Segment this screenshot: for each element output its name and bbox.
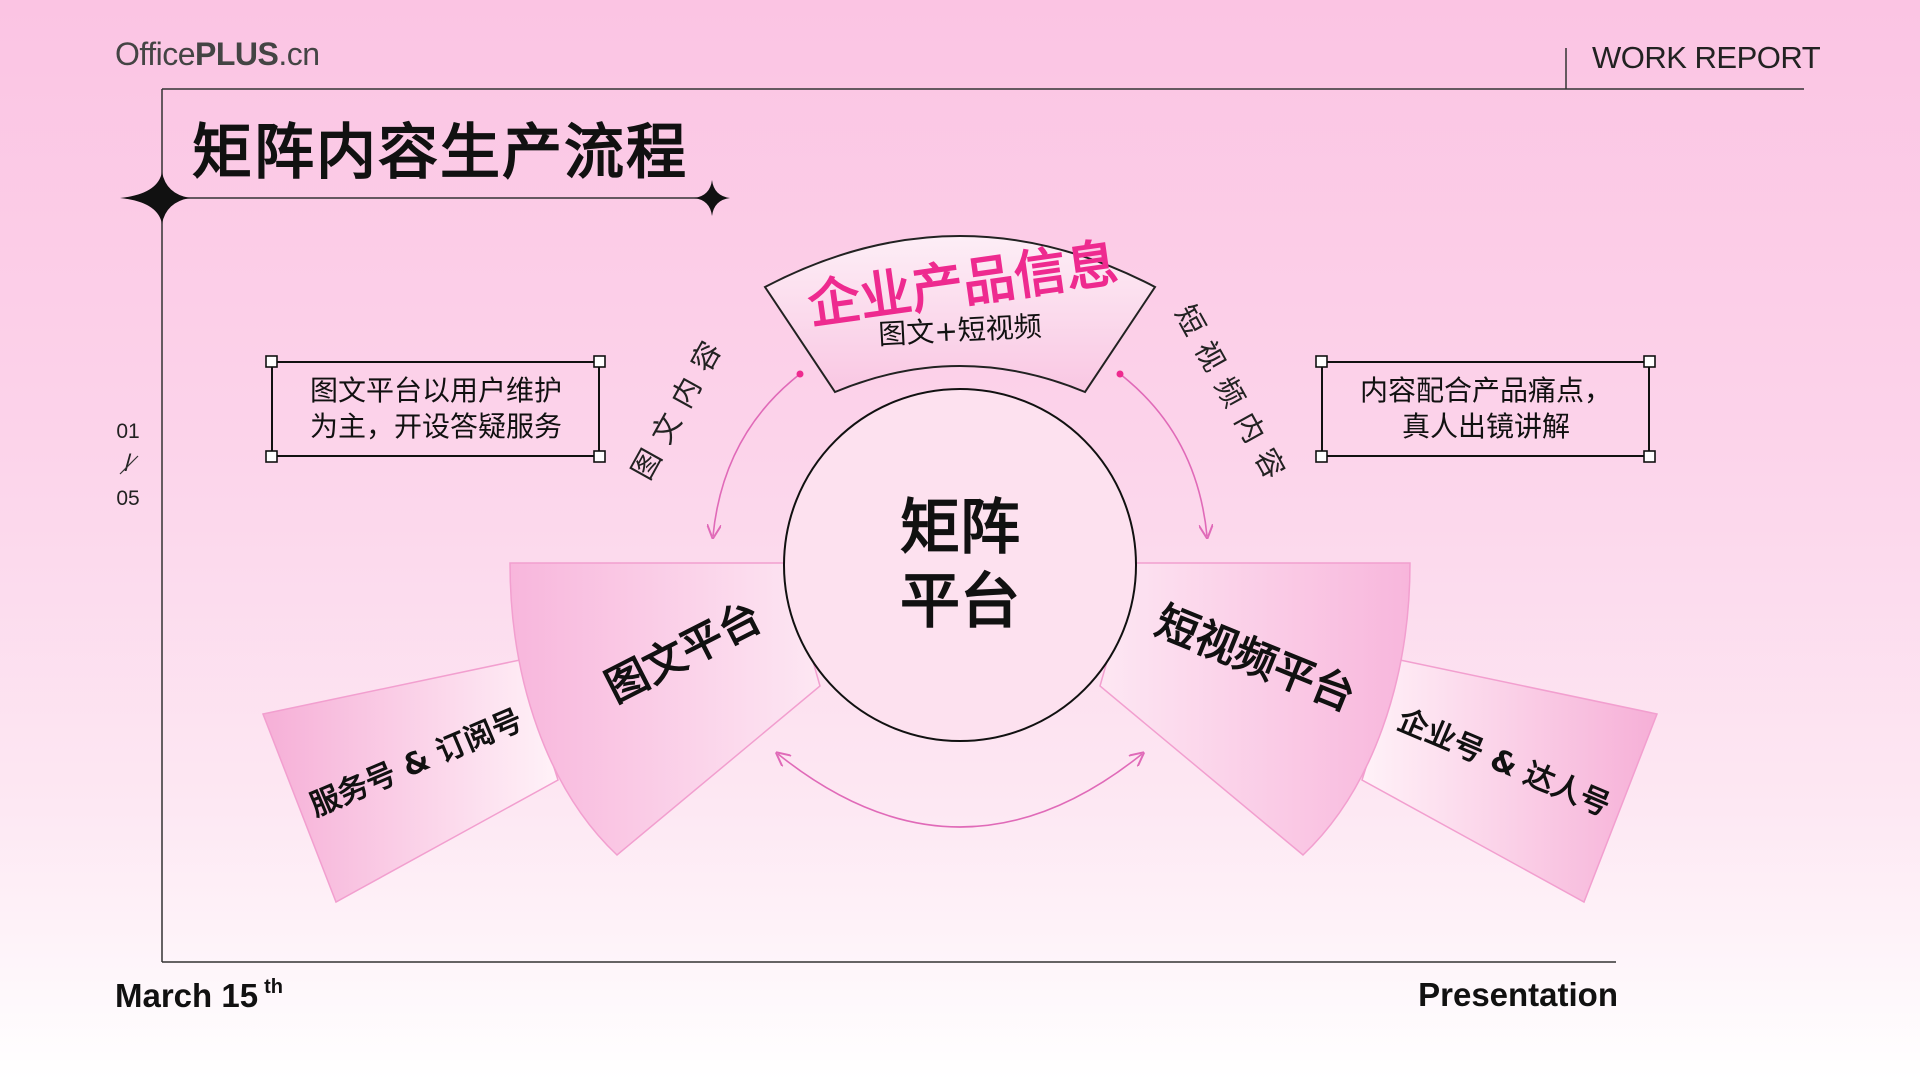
footer-presentation: Presentation	[1418, 976, 1618, 1013]
right-sub-blade	[1361, 659, 1659, 904]
right-arrow-dot	[1116, 370, 1124, 378]
brand-light: Office	[115, 36, 196, 72]
page-title: 矩阵内容生产流程	[192, 118, 688, 188]
center-line-2: 平台	[900, 567, 1020, 637]
left-arrow-label: 图文内容	[625, 325, 734, 485]
sparkle-large-icon	[120, 172, 190, 224]
brand-suffix: .cn	[278, 36, 320, 72]
page-slash	[119, 455, 139, 475]
page-separator: /	[124, 450, 132, 477]
left-arrow-dot	[796, 370, 804, 378]
left-arrow	[713, 373, 801, 536]
left-note-line-1: 图文平台以用户维护	[310, 374, 562, 407]
left-note-box: 图文平台以用户维护 为主，开设答疑服务	[265, 355, 606, 463]
center-circle	[783, 388, 1137, 742]
report-label: WORK REPORT	[1592, 40, 1821, 75]
page-total: 05	[116, 487, 140, 510]
page-current: 01	[116, 420, 140, 443]
brand-logo: OfficePLUS.cn	[115, 36, 320, 73]
right-arrow-label: 短视频内容	[1168, 299, 1297, 495]
left-note-line-2: 为主，开设答疑服务	[310, 410, 562, 443]
date-text: March 15	[115, 977, 259, 1014]
right-note-box: 内容配合产品痛点， 真人出镜讲解	[1315, 355, 1656, 463]
right-note-line-2: 真人出镜讲解	[1402, 410, 1570, 443]
date-suffix: th	[264, 976, 283, 998]
top-card	[763, 235, 1157, 394]
left-sub-blade	[261, 659, 559, 904]
frame-lines	[161, 48, 1804, 963]
right-note-line-1: 内容配合产品痛点，	[1360, 374, 1612, 407]
sparkle-small-icon	[694, 180, 730, 216]
right-platform-fan	[1099, 562, 1411, 857]
left-platform-fan	[509, 562, 821, 857]
right-arrow	[1119, 373, 1207, 536]
brand-bold: PLUS	[195, 36, 279, 72]
bottom-arrow	[778, 754, 1142, 828]
center-line-1: 矩阵	[900, 493, 1020, 563]
